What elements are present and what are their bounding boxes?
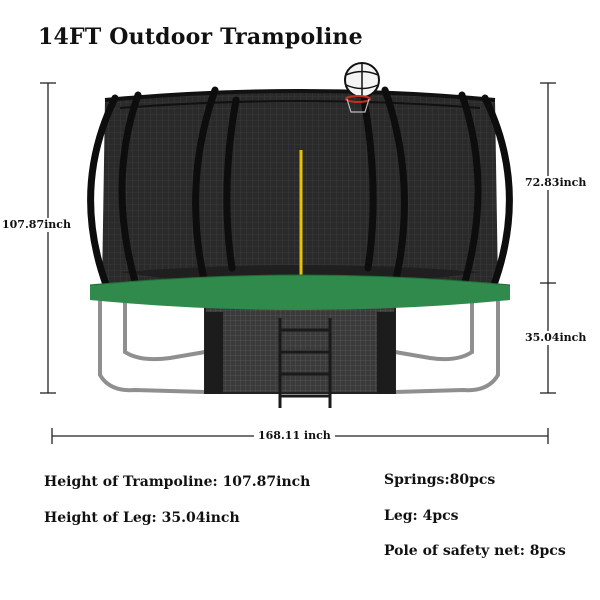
spec-springs: Springs:80pcs (384, 472, 496, 488)
width-label: 168.11 inch (254, 429, 335, 443)
basketball-hoop-icon (344, 62, 380, 113)
ladder (278, 318, 332, 408)
trampoline-legs (98, 300, 500, 394)
net-height-label: 72.83inch (525, 176, 587, 190)
leg-height-label: 35.04inch (525, 331, 587, 345)
spec-net-poles: Pole of safety net: 8pcs (384, 543, 566, 559)
spec-value: 35.04inch (161, 510, 240, 526)
total-height-label: 107.87inch (2, 218, 71, 232)
spec-legs: Leg: 4pcs (384, 508, 459, 524)
spec-label: Height of Leg: (44, 510, 157, 526)
spec-trampoline-height: Height of Trampoline: 107.87inch (44, 474, 310, 490)
page-title: 14FT Outdoor Trampoline (38, 24, 363, 50)
under-enclosure (204, 304, 396, 394)
spec-label: Height of Trampoline: (44, 474, 218, 490)
trampoline-rim (89, 274, 511, 310)
spec-value: 107.87inch (222, 474, 311, 490)
spec-leg-height: Height of Leg: 35.04inch (44, 510, 240, 526)
net-poles (87, 86, 513, 302)
